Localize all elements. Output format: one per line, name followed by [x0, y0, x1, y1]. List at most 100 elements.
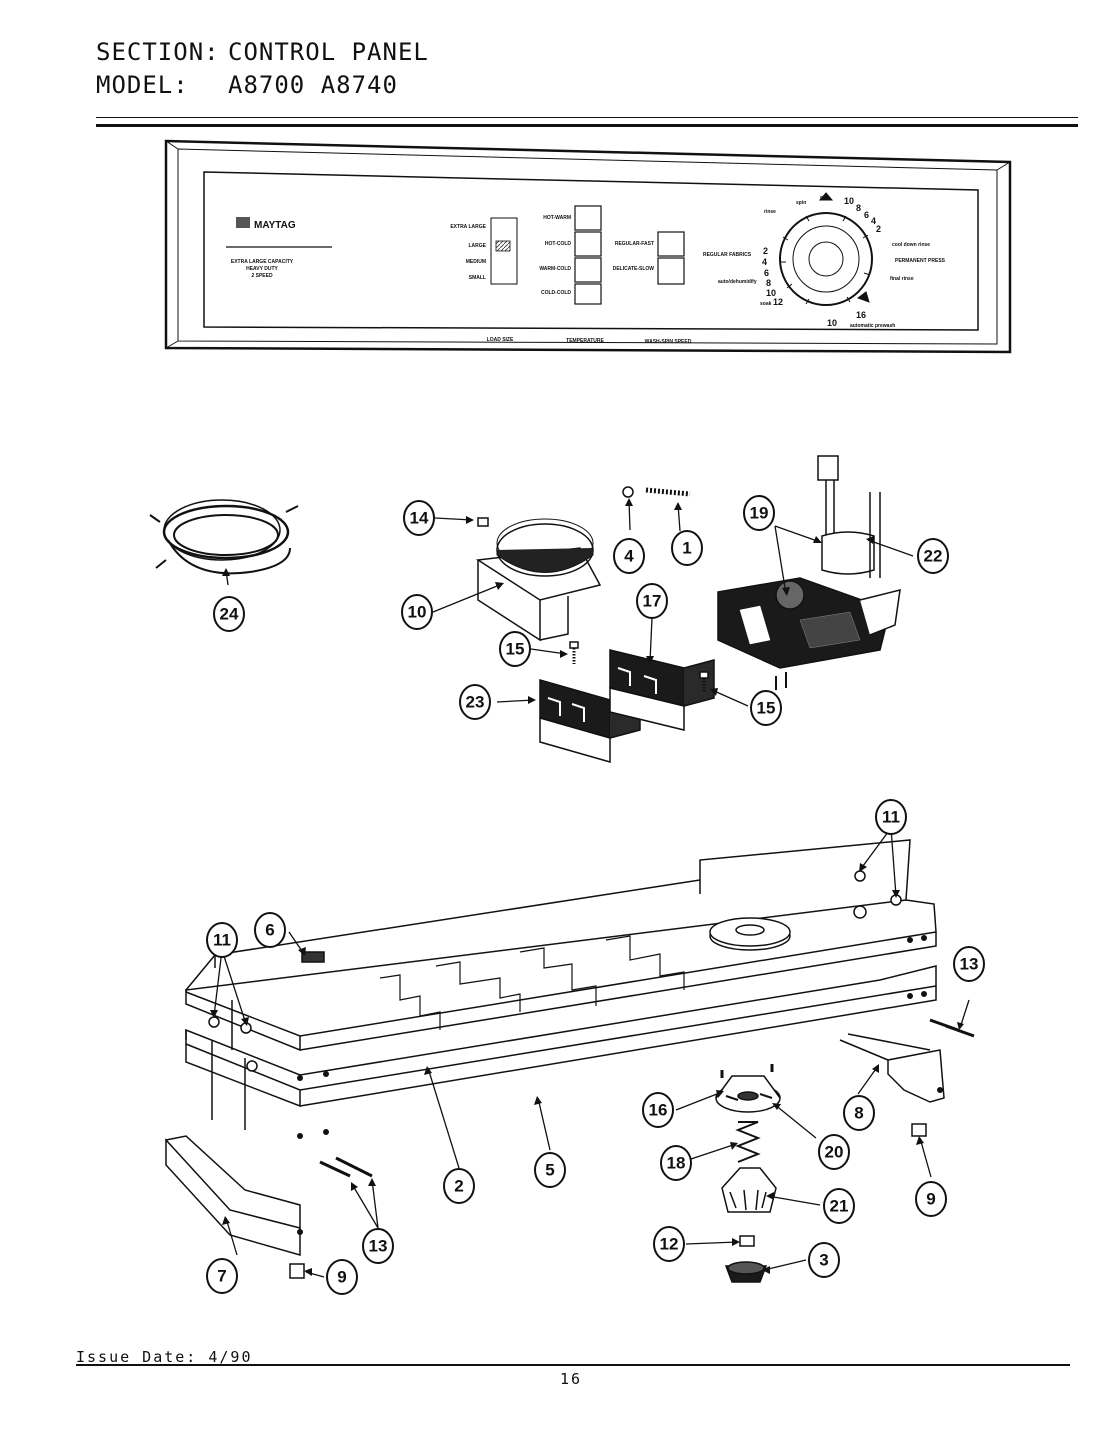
callout-circle-14: [403, 500, 435, 536]
part-9-left: [289, 1263, 305, 1279]
screws-15: [569, 641, 709, 692]
callout-circle-5: [534, 1152, 566, 1188]
dial-num-left-5: 10: [766, 288, 776, 298]
temp-opt-1: HOT-WARM: [543, 215, 571, 221]
section-heading: SECTION: CONTROL PANEL: [96, 38, 429, 66]
callout-circle-24: [213, 596, 245, 632]
callout-22: 22: [924, 547, 943, 566]
callout-circle-23: [459, 684, 491, 720]
dial-label-cool-down-rinse: cool down rinse: [892, 242, 930, 248]
callout-14: 14: [410, 509, 429, 528]
dial-num-bottom-2: 16: [856, 310, 866, 320]
header-rule-thin: [96, 117, 1078, 118]
load-size-opt-3: MEDIUM: [466, 259, 486, 265]
dial-label-spin: spin: [796, 200, 806, 206]
knob-assembly-parts: [715, 1064, 781, 1283]
wire-harness-part: [149, 499, 299, 575]
motor-part: [475, 517, 602, 642]
model-value: A8700 A8740: [228, 71, 398, 99]
callout-3: 3: [819, 1251, 828, 1270]
callout-1: 1: [682, 539, 691, 558]
dial-num-left-6: 12: [773, 297, 783, 307]
screws-13-right: [929, 1018, 975, 1038]
callout-8: 8: [854, 1104, 863, 1123]
callout-17: 17: [643, 592, 662, 611]
callout-7: 7: [217, 1267, 226, 1286]
callout-13-left: 13: [369, 1237, 388, 1256]
dial-num-bottom-1: 10: [827, 318, 837, 328]
temp-opt-3: WARM-COLD: [539, 266, 571, 272]
label-temperature: TEMPERATURE: [566, 338, 604, 344]
callout-23: 23: [466, 693, 485, 712]
callout-11-left: 11: [213, 931, 231, 950]
callout-circle-19: [743, 495, 775, 531]
part-6-clip: [301, 951, 325, 963]
callout-circle-6: [254, 912, 286, 948]
dial-label-permanent-press: PERMANENT PRESS: [895, 258, 946, 264]
callout-18: 18: [667, 1154, 686, 1173]
callout-circle-10: [401, 594, 433, 630]
callout-circle-8: [843, 1095, 875, 1131]
callout-6: 6: [265, 921, 274, 940]
callout-circle-1: [671, 530, 703, 566]
dial-label-auto-dehumidify: auto/dehumidify: [718, 279, 757, 285]
dial-num-left-2: 4: [762, 257, 767, 267]
callout-16: 16: [649, 1101, 668, 1120]
screws-13-left: [319, 1156, 373, 1178]
temp-opt-4: COLD-COLD: [541, 290, 571, 296]
callout-circle-2: [443, 1168, 475, 1204]
load-size-opt-4: SMALL: [469, 275, 486, 281]
callout-circle-17: [636, 583, 668, 619]
callout-circle-11-top: [875, 799, 907, 835]
section-key: SECTION:: [96, 38, 220, 66]
temp-opt-2: HOT-COLD: [545, 241, 571, 247]
callout-13-right: 13: [960, 955, 979, 974]
header-rule-thick: [96, 124, 1078, 127]
callout-15-right: 15: [757, 699, 776, 718]
dial-num-top-1: 10: [844, 196, 854, 206]
capacity-line-3: 2 SPEED: [251, 273, 273, 279]
dial-num-left-1: 2: [763, 246, 768, 256]
dial-label-final-rinse: final rinse: [890, 276, 914, 282]
callout-circle-7: [206, 1258, 238, 1294]
callout-4: 4: [624, 547, 634, 566]
callout-20: 20: [825, 1143, 844, 1162]
callout-10: 10: [408, 603, 427, 622]
callout-circle-9-left: [326, 1259, 358, 1295]
capacity-line-1: EXTRA LARGE CAPACITY: [231, 259, 294, 265]
callout-circle-21: [823, 1188, 855, 1224]
speed-opt-2: DELICATE-SLOW: [613, 266, 655, 272]
page-number: 16: [560, 1370, 583, 1388]
section-value: CONTROL PANEL: [228, 38, 429, 66]
dial-num-top-4: 4: [871, 216, 876, 226]
dial-label-regular-fabrics: REGULAR FABRICS: [703, 252, 752, 258]
timer-dial: [779, 192, 873, 306]
issue-date: Issue Date: 4/90: [76, 1348, 253, 1366]
callout-9-left: 9: [337, 1268, 346, 1287]
callout-circle-20: [818, 1134, 850, 1170]
control-panel: MAYTAG EXTRA LARGE CAPACITY HEAVY DUTY 2…: [164, 139, 1012, 354]
dial-num-left-4: 8: [766, 278, 771, 288]
part-9-right: [911, 1123, 927, 1137]
load-size-opt-2: LARGE: [469, 243, 487, 249]
capacity-line-2: HEAVY DUTY: [246, 266, 278, 272]
load-size-slider-knob: [495, 240, 511, 252]
dial-label-off: off: [820, 195, 827, 201]
callout-circle-15-left: [499, 631, 531, 667]
speed-opt-1: REGULAR-FAST: [615, 241, 654, 247]
callout-circle-18: [660, 1145, 692, 1181]
callout-circle-4: [613, 538, 645, 574]
model-key: MODEL:: [96, 71, 189, 99]
footer-rule: [76, 1364, 1070, 1366]
dial-num-left-3: 6: [764, 268, 769, 278]
callout-2: 2: [454, 1177, 463, 1196]
dial-label-soak: soak: [760, 301, 772, 307]
dial-num-top-3: 6: [864, 210, 869, 220]
load-size-opt-1: EXTRA LARGE: [450, 224, 486, 230]
callout-circle-9-right: [915, 1181, 947, 1217]
callout-circle-3: [808, 1242, 840, 1278]
callout-5: 5: [545, 1161, 554, 1180]
callout-circle-13-right: [953, 946, 985, 982]
dial-num-top-2: 8: [856, 203, 861, 213]
